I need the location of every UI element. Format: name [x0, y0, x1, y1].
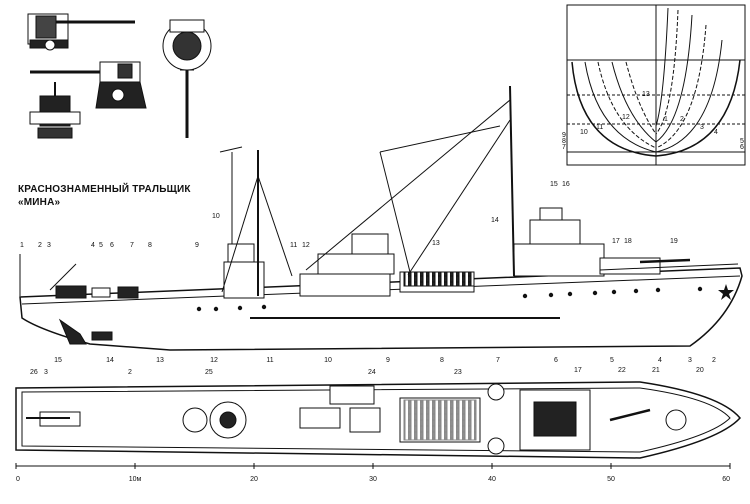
side-callout-3: 3	[47, 242, 51, 249]
scale-label-5: 50	[607, 476, 615, 483]
side-callout-12: 12	[302, 242, 310, 249]
frame-station-4: 4	[658, 357, 662, 364]
frame-station-8: 8	[440, 357, 444, 364]
plan-callout-17: 17	[574, 367, 582, 374]
frame-station-3: 3	[688, 357, 692, 364]
scale-label-4: 40	[488, 476, 496, 483]
side-callout-10: 10	[212, 213, 220, 220]
side-callout-19: 19	[670, 238, 678, 245]
frame-station-6: 6	[554, 357, 558, 364]
frame-station-9: 9	[386, 357, 390, 364]
hull-plan-view	[15, 381, 741, 459]
body-plan-label-3: 3	[700, 124, 704, 131]
side-callout-13: 13	[432, 240, 440, 247]
portholes	[196, 286, 703, 312]
side-callout-7: 7	[130, 242, 134, 249]
plan-callout-26: 26	[30, 369, 38, 376]
side-callout-9: 9	[195, 242, 199, 249]
plan-callout-20: 20	[696, 367, 704, 374]
scale-label-2: 20	[250, 476, 258, 483]
side-callout-18: 18	[624, 238, 632, 245]
gun-top-view	[162, 19, 212, 138]
frame-station-12: 12	[210, 357, 218, 364]
body-plan-label-13: 13	[642, 91, 650, 98]
body-plan-label-8: 8	[562, 138, 566, 145]
frame-station-13: 13	[156, 357, 164, 364]
frame-stations: 15 14 13 12 11 10 9 8 7 6 5 4 3 2	[54, 357, 716, 364]
plan-callout-24: 24	[368, 369, 376, 376]
drawing-title-line2: «МИНА»	[18, 197, 61, 208]
drawing-title-line1: КРАСНОЗНАМЕННЫЙ ТРАЛЬЩИК	[18, 184, 191, 195]
plan-callout-25: 25	[205, 369, 213, 376]
body-plan-label-6: 6	[740, 144, 744, 151]
body-plan-label-12: 12	[622, 114, 630, 121]
body-plan-label-10: 10	[580, 129, 588, 136]
masts-and-rigging	[19, 85, 515, 296]
side-callout-4: 4	[91, 242, 95, 249]
frame-station-7: 7	[496, 357, 500, 364]
frame-station-10: 10	[324, 357, 332, 364]
plan-callout-23: 23	[454, 369, 462, 376]
deck-equipment	[55, 207, 739, 299]
plan-callout-22: 22	[618, 367, 626, 374]
gun-side-view-middle	[30, 61, 147, 109]
star-emblem-icon	[718, 284, 734, 300]
body-plan-label-4: 4	[714, 129, 718, 136]
plan-callout-3: 3	[44, 369, 48, 376]
scale-label-1: 10м	[129, 476, 142, 483]
body-plan-label-9: 9	[562, 132, 566, 139]
frame-station-14: 14	[106, 357, 114, 364]
gun-front-view	[29, 82, 81, 139]
side-callout-6: 6	[110, 242, 114, 249]
frame-station-11: 11	[266, 357, 273, 364]
body-plan-label-7: 7	[562, 144, 566, 151]
side-callout-2: 2	[38, 242, 42, 249]
side-callout-11: 11	[290, 242, 297, 249]
gun-side-view-top	[27, 13, 135, 51]
scale-label-3: 30	[369, 476, 377, 483]
frame-station-5: 5	[610, 357, 614, 364]
body-plan-label-5: 5	[740, 138, 744, 145]
side-callout-17: 17	[612, 238, 620, 245]
body-plan-label-2: 2	[680, 116, 684, 123]
side-callout-8: 8	[148, 242, 152, 249]
scale-bar: 0 10м 20 30 40 50 60	[15, 463, 731, 483]
side-callout-16: 16	[562, 181, 570, 188]
body-plan-label-11: 11	[596, 124, 603, 131]
frame-station-15: 15	[54, 357, 62, 364]
plan-callout-2: 2	[128, 369, 132, 376]
body-plan-label-1: 1	[664, 116, 668, 123]
plan-callout-21: 21	[652, 367, 660, 374]
body-plan	[566, 4, 746, 166]
side-callout-14: 14	[491, 217, 499, 224]
side-callout-15: 15	[550, 181, 558, 188]
side-callout-5: 5	[99, 242, 103, 249]
frame-station-2: 2	[712, 357, 716, 364]
scale-label-6: 60	[722, 476, 730, 483]
scale-label-0: 0	[16, 476, 20, 483]
side-callout-1: 1	[20, 242, 24, 249]
plan-callouts: 26 3 2 25 24 23 17 22 21 20	[30, 367, 704, 376]
